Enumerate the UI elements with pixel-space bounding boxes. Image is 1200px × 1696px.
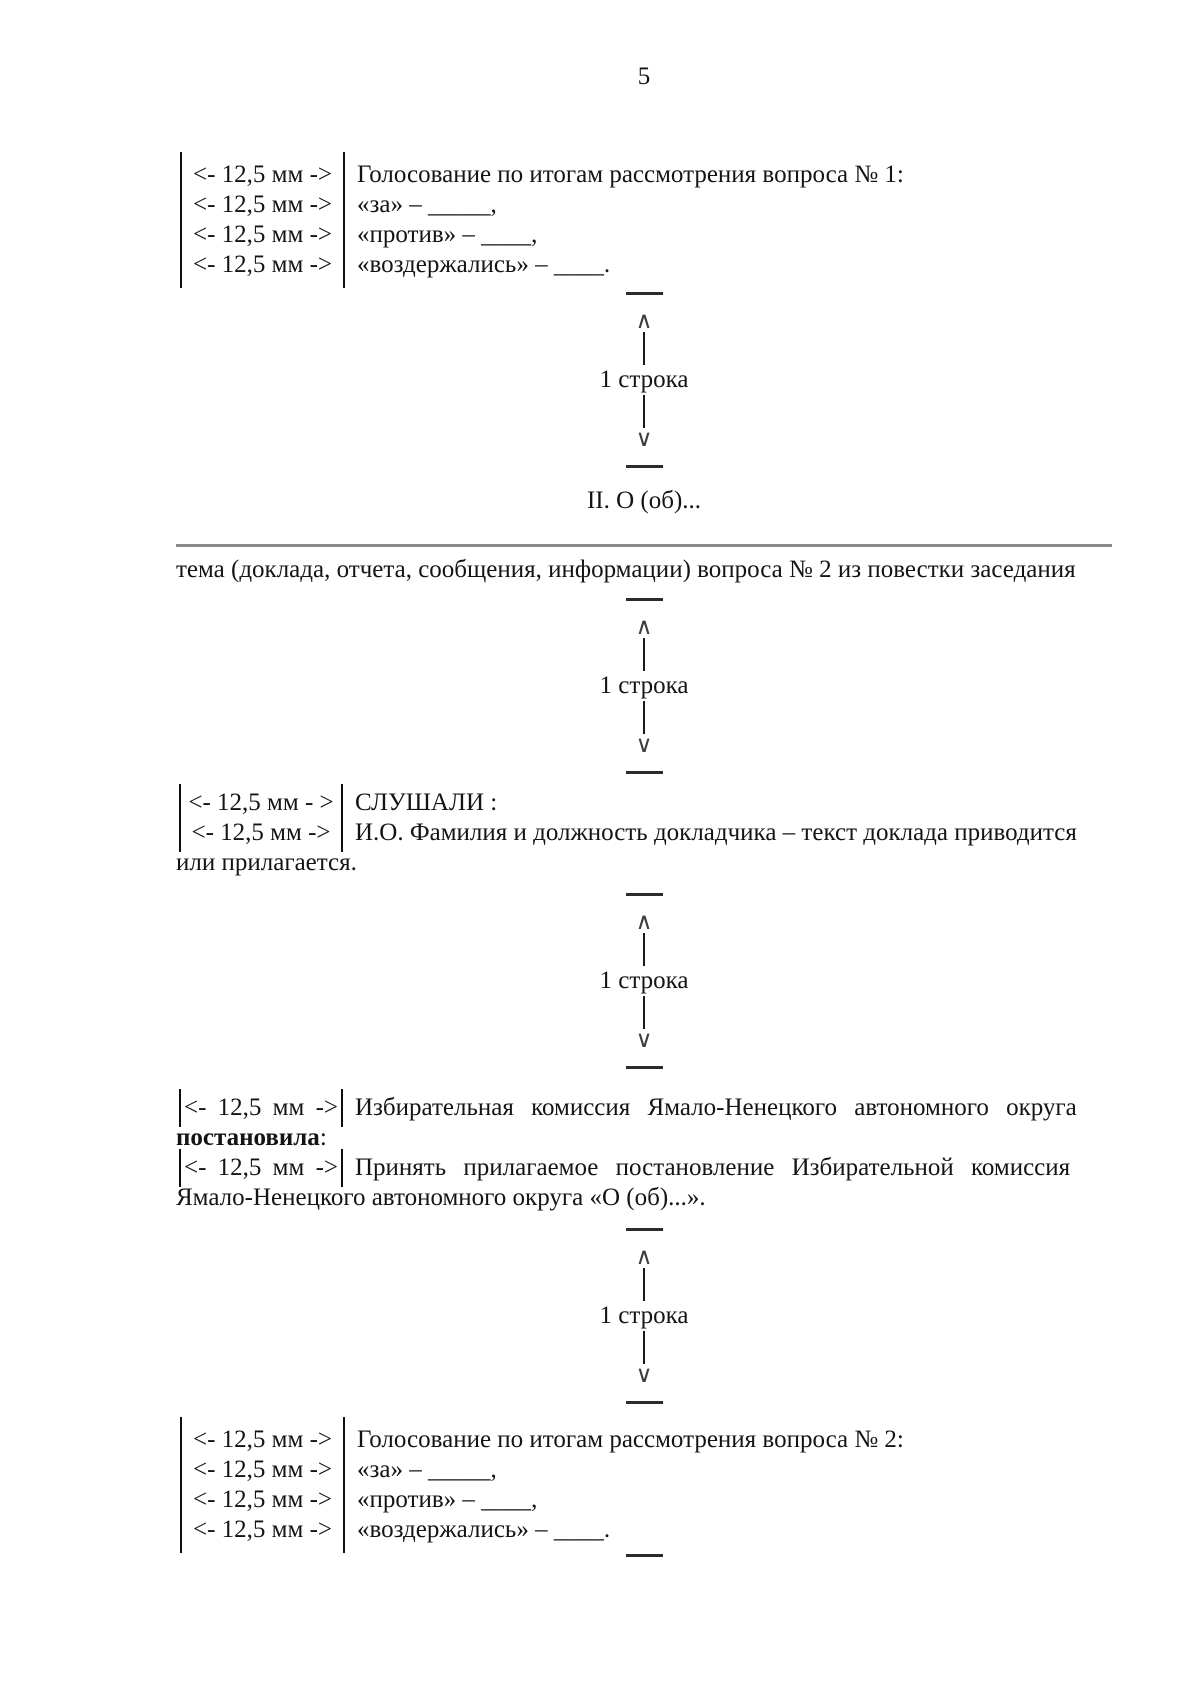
margin-width-label: <- 12,5 мм -> [184, 1094, 338, 1121]
trailing-separator [176, 1554, 1112, 1557]
margin-marker: <- 12,5 мм -> [179, 814, 343, 852]
margin-width-label: <- 12,5 мм -> [193, 1456, 332, 1483]
arrow-up-icon: ∧ [635, 1244, 653, 1270]
voting-row: <- 12,5 мм -> «против» – ____, [176, 1485, 1112, 1515]
arrow-down-icon: ∨ [635, 1027, 653, 1053]
margin-width-label: <- 12,5 мм - > [188, 789, 334, 816]
arrow-up-icon: ∧ [635, 909, 653, 935]
margin-width-label: <- 12,5 мм -> [184, 1154, 338, 1181]
separator-label: 1 строка [599, 1302, 689, 1329]
commission-line: <- 12,5 мм -> Избирательная комиссия Ямал… [176, 1089, 1112, 1127]
margin-left-bar [180, 1417, 182, 1553]
arrow-down-icon: ∨ [635, 732, 653, 758]
resolved-line: постановила: [176, 1123, 1112, 1153]
margin-marker: <- 12,5 мм -> [179, 1089, 343, 1127]
resolution-block: <- 12,5 мм -> Избирательная комиссия Ямал… [176, 1089, 1112, 1213]
votes-for-line: «за» – _____, [357, 1456, 497, 1483]
separator-bar [625, 598, 663, 601]
votes-against-line: «против» – ____, [357, 221, 538, 248]
margin-left-bar [180, 152, 182, 288]
voting-heading-line: Голосование по итогам рассмотрения вопро… [357, 1426, 904, 1453]
commission-text: Избирательная комиссия Ямало-Ненецкого а… [355, 1094, 1077, 1121]
separator-bar [625, 893, 663, 896]
margin-right-bar [343, 152, 345, 288]
separator-label: 1 строка [599, 967, 689, 994]
arrow-shaft [643, 1331, 645, 1364]
arrow-shaft [643, 1268, 645, 1301]
speaker-text: И.О. Фамилия и должность докладчика – те… [355, 819, 1077, 846]
voting-row: <- 12,5 мм -> «за» – _____, [176, 190, 1112, 220]
page-number: 5 [637, 63, 651, 90]
voting-row: <- 12,5 мм -> Голосование по итогам расс… [176, 1425, 1112, 1455]
arrow-up-icon: ∧ [635, 308, 653, 334]
separator-bar [625, 1066, 663, 1069]
votes-abstained-line: «воздержались» – ____. [357, 251, 611, 278]
margin-right-bar [343, 1417, 345, 1553]
one-line-separator: ∧ 1 строка ∨ [176, 292, 1112, 468]
voting-row: <- 12,5 мм -> «за» – _____, [176, 1455, 1112, 1485]
resolved-colon: : [319, 1124, 327, 1151]
resolved-word: постановила [176, 1124, 320, 1151]
separator-bar [625, 1554, 663, 1557]
margin-width-label: <- 12,5 мм -> [191, 819, 331, 846]
margin-width-label: <- 12,5 мм -> [193, 191, 332, 218]
one-line-separator: ∧ 1 строка ∨ [176, 1228, 1112, 1404]
voting-row: <- 12,5 мм -> «против» – ____, [176, 220, 1112, 250]
one-line-separator: ∧ 1 строка ∨ [176, 893, 1112, 1069]
voting-row: <- 12,5 мм -> Голосование по итогам расс… [176, 160, 1112, 190]
separator-bar [625, 1401, 663, 1404]
margin-width-label: <- 12,5 мм -> [193, 1516, 332, 1543]
section-heading: II. О (об)... [586, 487, 702, 514]
arrow-shaft [643, 933, 645, 966]
separator-bar [625, 292, 663, 295]
margin-marker: <- 12,5 мм -> [179, 1149, 343, 1187]
margin-width-label: <- 12,5 мм -> [193, 1486, 332, 1513]
slushali-block: <- 12,5 мм - > СЛУШАЛИ : <- 12,5 мм -> И.О… [176, 784, 1112, 878]
speaker-text-continuation: или прилагается. [176, 849, 357, 876]
adopt-text: Принять прилагаемое постановление Избира… [355, 1154, 1071, 1181]
arrow-shaft [643, 996, 645, 1029]
arrow-shaft [643, 638, 645, 671]
margin-marker: <- 12,5 мм - > [179, 784, 343, 822]
separator-bar [625, 465, 663, 468]
topic-caption-line: тема (доклада, отчета, сообщения, информ… [176, 544, 1112, 585]
arrow-shaft [643, 332, 645, 365]
voting-block-2: <- 12,5 мм -> Голосование по итогам расс… [176, 1417, 1112, 1553]
one-line-separator: ∧ 1 строка ∨ [176, 598, 1112, 774]
arrow-shaft [643, 701, 645, 734]
margin-width-label: <- 12,5 мм -> [193, 221, 332, 248]
voting-row: <- 12,5 мм -> «воздержались» – ____. [176, 250, 1112, 280]
margin-width-label: <- 12,5 мм -> [193, 251, 332, 278]
votes-for-line: «за» – _____, [357, 191, 497, 218]
speaker-line: <- 12,5 мм -> И.О. Фамилия и должность до… [176, 814, 1112, 852]
separator-label: 1 строка [599, 672, 689, 699]
voting-block-1: <- 12,5 мм -> Голосование по итогам расс… [176, 152, 1112, 288]
separator-bar [625, 1228, 663, 1231]
arrow-shaft [643, 395, 645, 428]
votes-against-line: «против» – ____, [357, 1486, 538, 1513]
voting-row: <- 12,5 мм -> «воздержались» – ____. [176, 1515, 1112, 1545]
slushali-heading-line: <- 12,5 мм - > СЛУШАЛИ : [176, 784, 1112, 822]
adopt-text-continuation: Ямало-Ненецкого автономного округа «О (о… [176, 1184, 706, 1211]
voting-heading-line: Голосование по итогам рассмотрения вопро… [357, 161, 904, 188]
separator-label: 1 строка [599, 366, 689, 393]
arrow-down-icon: ∨ [635, 426, 653, 452]
separator-bar [625, 771, 663, 774]
arrow-up-icon: ∧ [635, 614, 653, 640]
slushali-label: СЛУШАЛИ : [355, 789, 498, 816]
votes-abstained-line: «воздержались» – ____. [357, 1516, 611, 1543]
margin-width-label: <- 12,5 мм -> [193, 1426, 332, 1453]
arrow-down-icon: ∨ [635, 1362, 653, 1388]
margin-width-label: <- 12,5 мм -> [193, 161, 332, 188]
adopt-line: <- 12,5 мм -> Принять прилагаемое постано… [176, 1149, 1112, 1187]
